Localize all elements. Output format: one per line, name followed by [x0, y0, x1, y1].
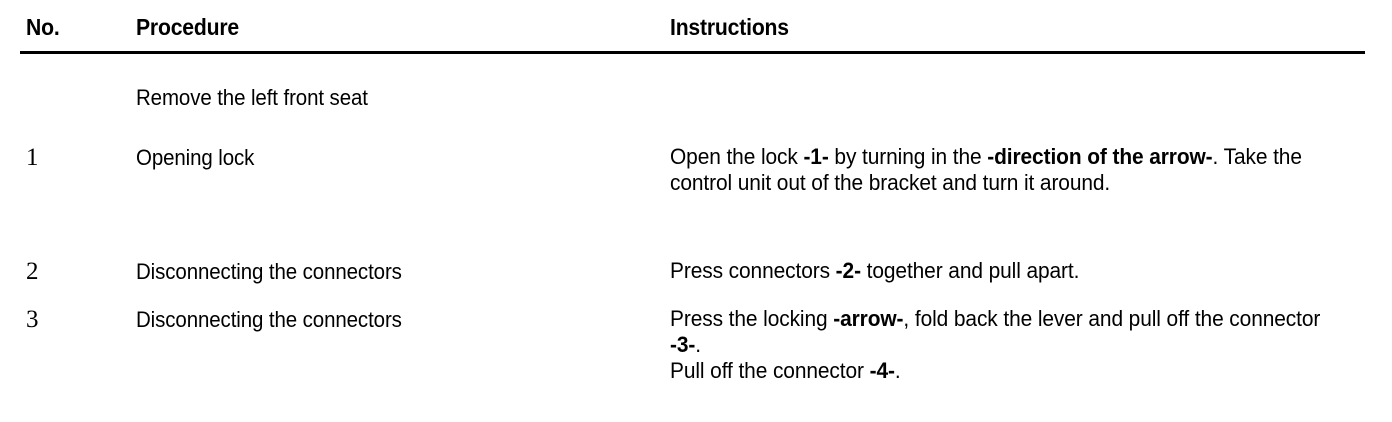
row-procedure: Disconnecting the connectors	[136, 307, 402, 332]
row-number: 2	[26, 258, 39, 285]
row-instructions: Press the locking -arrow-, fold back the…	[670, 306, 1382, 384]
row-number: 3	[26, 306, 39, 333]
header-divider-rule	[20, 51, 1365, 54]
instruction-paragraph: Pull off the connector -4-.	[670, 358, 901, 383]
row-instructions: Open the lock -1- by turning in the -dir…	[670, 144, 1382, 196]
emphasis-reference: -arrow-	[833, 306, 904, 331]
row-procedure: Opening lock	[136, 145, 255, 170]
row-number: 1	[26, 144, 39, 171]
emphasis-reference: -3-	[670, 332, 696, 357]
row-procedure: Remove the left front seat	[136, 85, 368, 110]
emphasis-reference: -2-	[835, 258, 861, 283]
instruction-paragraph: Press the locking -arrow-, fold back the…	[670, 306, 1321, 357]
emphasis-reference: -4-	[869, 358, 895, 383]
row-procedure: Disconnecting the connectors	[136, 259, 402, 284]
emphasis-reference: -1-	[803, 144, 829, 169]
column-header-instructions: Instructions	[670, 14, 789, 40]
instruction-paragraph: Press connectors -2- together and pull a…	[670, 258, 1080, 283]
column-header-procedure: Procedure	[136, 14, 240, 40]
column-header-no: No.	[26, 14, 60, 40]
table-header-row: No. Procedure Instructions	[0, 14, 1392, 48]
instruction-paragraph: Open the lock -1- by turning in the -dir…	[670, 144, 1302, 195]
emphasis-reference: -direction of the arrow-	[987, 144, 1213, 169]
row-instructions: Press connectors -2- together and pull a…	[670, 258, 1382, 284]
